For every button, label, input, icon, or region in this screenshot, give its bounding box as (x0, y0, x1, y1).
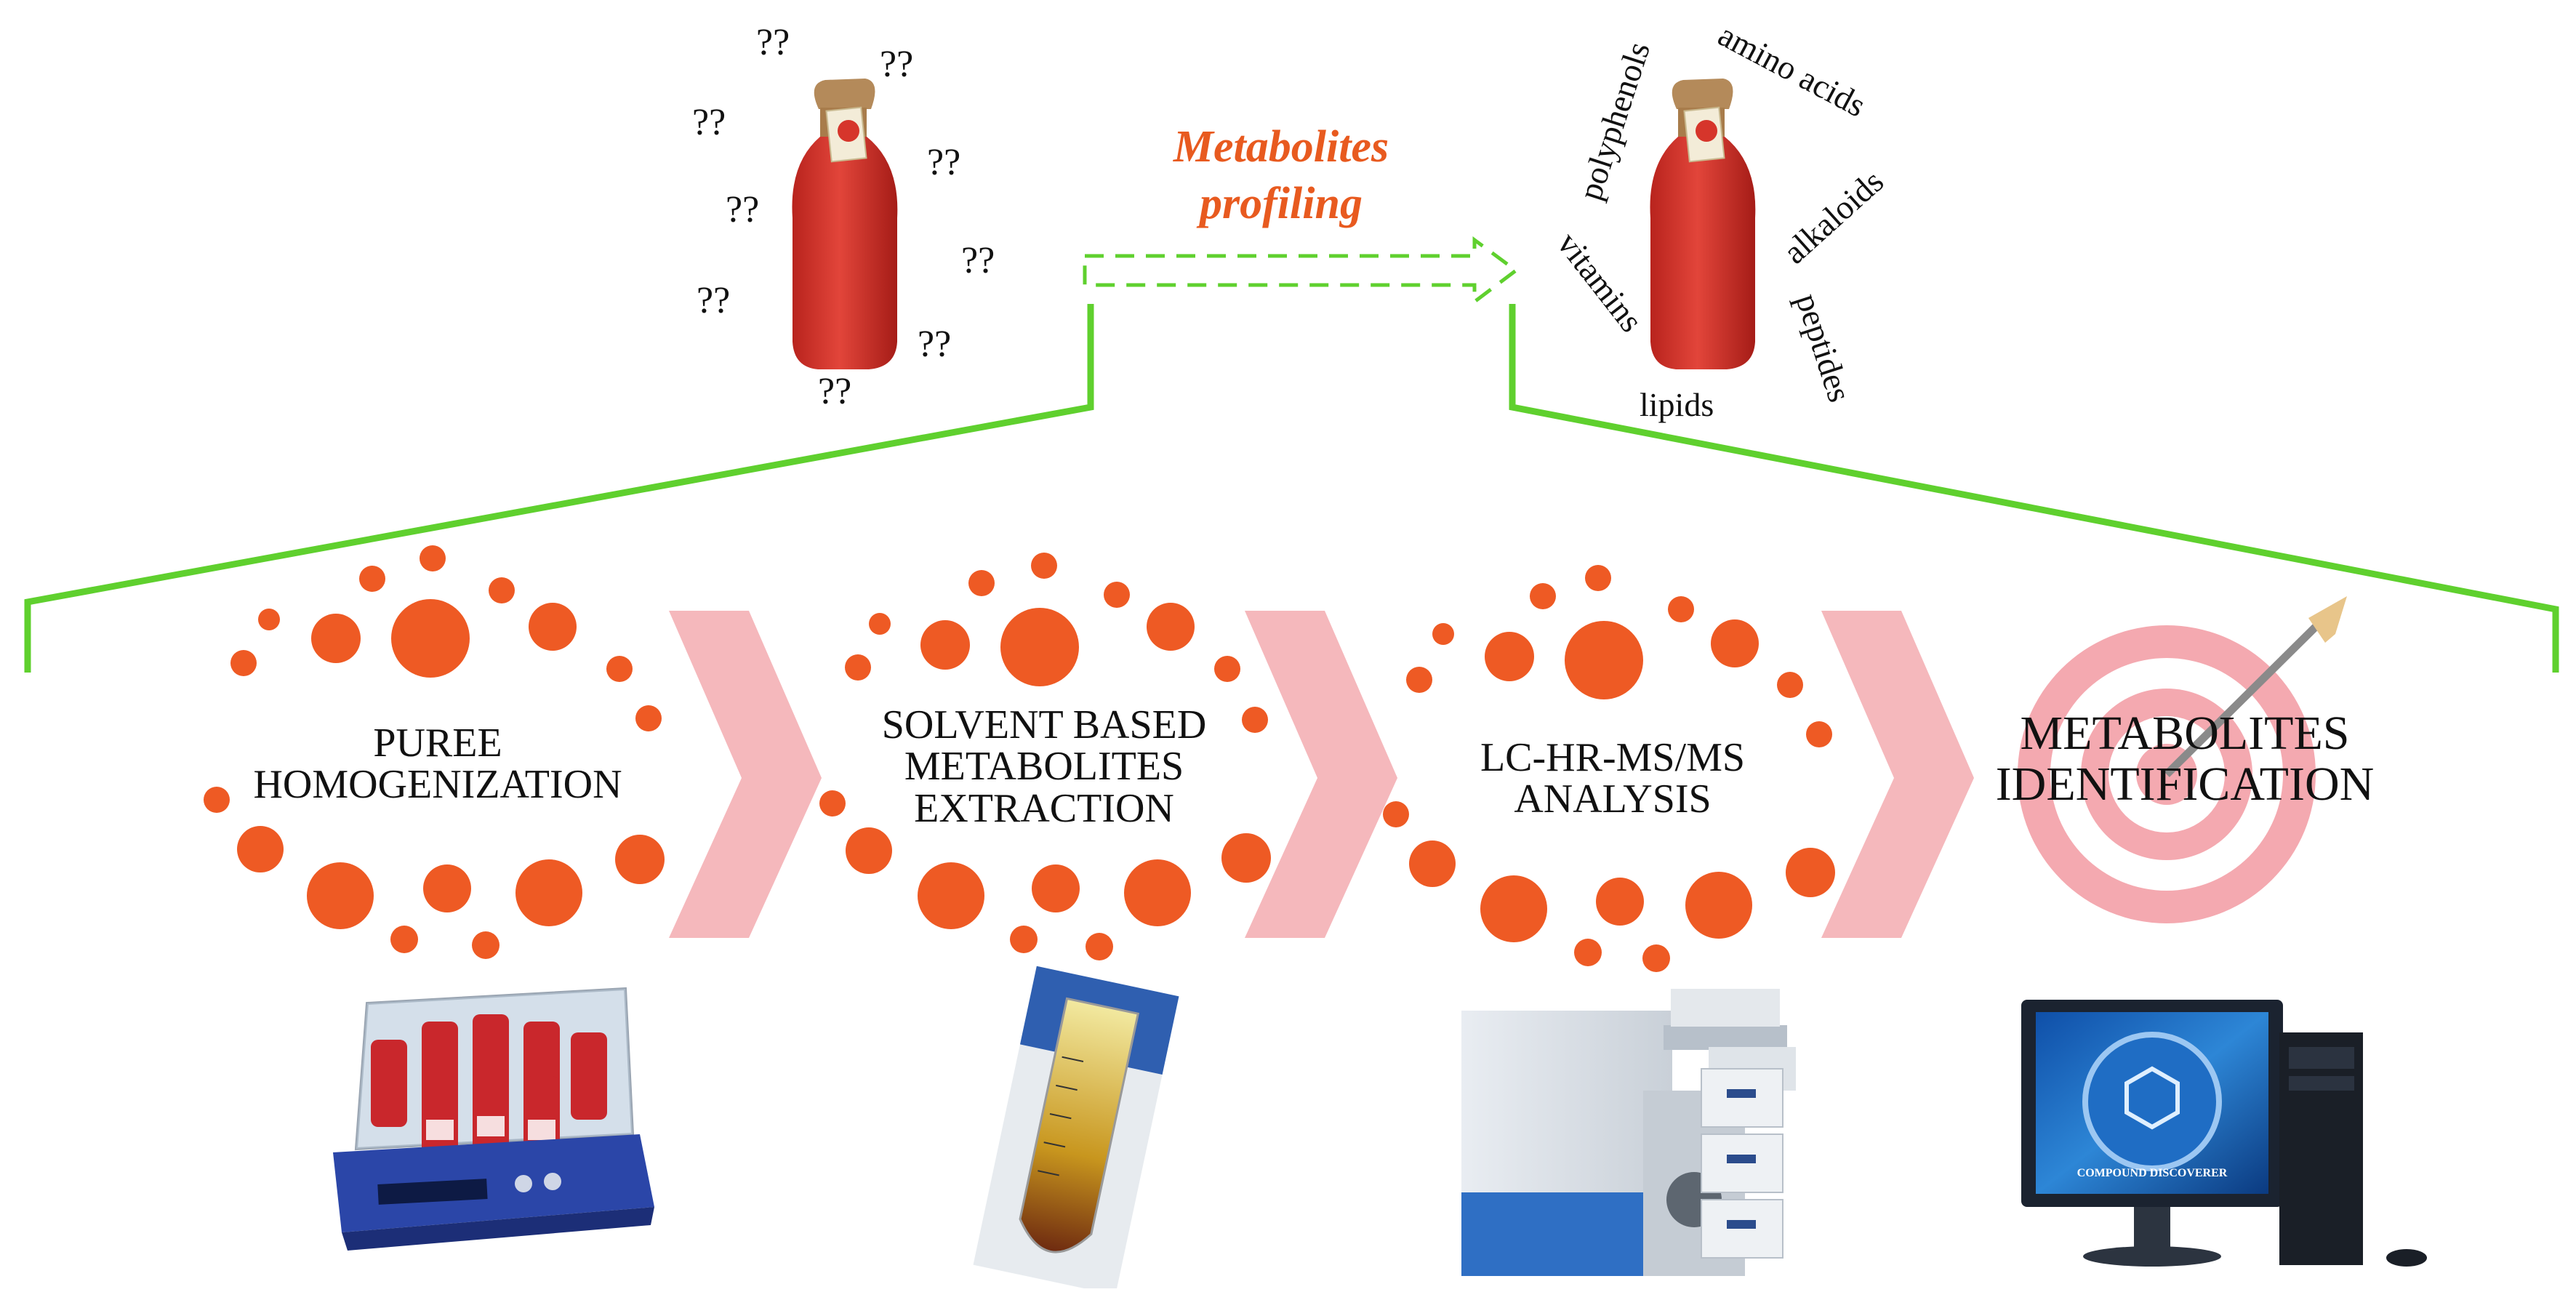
orange-dot (1124, 859, 1191, 926)
workstation-image: COMPOUND DISCOVERER (2021, 1000, 2427, 1267)
orange-dot (606, 656, 633, 682)
unknown-mark: ?? (961, 240, 995, 281)
profiled-bottle (1650, 79, 1756, 369)
orange-dot (1000, 608, 1079, 686)
profiling-arrow (1083, 236, 1520, 306)
step-chevrons (669, 611, 1974, 938)
step-2-line3: EXTRACTION (914, 786, 1174, 831)
orange-dot (920, 620, 970, 670)
step-2-line1: SOLVENT BASED (882, 702, 1207, 747)
unknown-mark: ?? (726, 189, 759, 230)
orange-dot (819, 790, 846, 816)
orange-dot (1574, 939, 1602, 966)
orange-dot (846, 827, 892, 874)
orange-dot (391, 599, 470, 678)
mass-spectrometer-image (1461, 989, 1796, 1276)
orange-dot (968, 570, 995, 596)
unknown-mark: ?? (697, 280, 730, 321)
software-badge: COMPOUND DISCOVERER (2077, 1167, 2228, 1179)
orange-dot (1010, 926, 1038, 953)
orange-dot (1086, 933, 1113, 960)
extraction-tube-image (973, 966, 1179, 1292)
orange-dot (1530, 583, 1556, 609)
process-label-line2: profiling (1196, 179, 1363, 228)
step-3-line1: LC-HR-MS/MS (1480, 735, 1745, 780)
orange-dot (359, 566, 385, 592)
orange-dot (230, 650, 257, 676)
step-4-line2: IDENTIFICATION (1996, 758, 2375, 811)
orange-dot (1711, 619, 1759, 667)
class-alkaloids: alkaloids (1776, 162, 1891, 270)
unknown-mark: ?? (818, 371, 851, 412)
unknown-marks: ?? ?? ?? ?? ?? ?? ?? ?? ?? (692, 22, 995, 412)
orange-dot (1685, 872, 1752, 939)
class-vitamins: vitamins (1550, 225, 1650, 339)
bracket-left (24, 304, 1094, 673)
orange-dot (311, 614, 361, 663)
orange-dot (1668, 596, 1694, 622)
unknown-mark: ?? (692, 102, 726, 143)
unknown-bottle (792, 79, 898, 369)
unknown-mark: ?? (756, 22, 790, 63)
unknown-mark: ?? (880, 44, 913, 85)
bracket-right (1509, 304, 2559, 673)
orange-dot (258, 609, 280, 630)
orange-dot (1032, 864, 1080, 912)
orange-dot (1242, 707, 1268, 733)
step-1-line1: PUREE (373, 721, 502, 766)
orange-dot (1777, 672, 1803, 698)
orange-dot (1596, 878, 1644, 926)
chevron-arrow (1245, 611, 1397, 938)
orange-dot (1432, 623, 1454, 645)
orange-dot (237, 826, 284, 872)
class-lipids: lipids (1640, 386, 1714, 423)
orange-dot (1585, 565, 1611, 591)
orange-dot (472, 931, 499, 959)
class-polyphenols: polyphenols (1571, 37, 1657, 204)
target-icon (2018, 596, 2347, 923)
chevron-arrow (1821, 611, 1974, 938)
orange-dot (1383, 801, 1409, 827)
step-1-line2: HOMOGENIZATION (253, 762, 622, 807)
incubator-shaker-image (333, 987, 654, 1251)
orange-dot (1104, 582, 1130, 608)
step-4-line1: METABOLITES (2020, 707, 2349, 760)
unknown-mark: ?? (918, 324, 951, 365)
orange-dot (1031, 553, 1057, 579)
orange-dot (615, 835, 665, 884)
orange-dot (1786, 848, 1835, 897)
unknown-mark: ?? (927, 142, 960, 183)
orange-dot (845, 654, 871, 681)
orange-dot (1642, 944, 1670, 972)
orange-dot (1806, 721, 1832, 747)
orange-dot (1485, 632, 1534, 681)
orange-dot (635, 705, 662, 731)
step-3-line2: ANALYSIS (1514, 777, 1711, 822)
orange-dot (1565, 621, 1643, 699)
orange-dot (420, 545, 446, 571)
orange-dot (390, 926, 418, 953)
orange-dot (529, 603, 577, 651)
orange-dot (1480, 875, 1547, 942)
orange-dot (1409, 840, 1456, 887)
orange-dot (1147, 603, 1195, 651)
orange-dot (1221, 833, 1271, 883)
process-label-line1: Metabolites (1173, 122, 1389, 172)
orange-dot (1214, 656, 1240, 682)
orange-dot (204, 787, 230, 813)
step-labels: PUREE HOMOGENIZATION SOLVENT BASED METAB… (253, 702, 2374, 831)
orange-dot (515, 859, 582, 926)
class-amino-acids: amino acids (1712, 16, 1871, 124)
orange-dot (423, 864, 471, 912)
step-2-line2: METABOLITES (904, 744, 1184, 789)
chevron-arrow (669, 611, 822, 938)
orange-dot (869, 613, 891, 635)
orange-dot (307, 862, 374, 929)
orange-dot (918, 862, 984, 929)
orange-dot (1406, 667, 1432, 693)
dot-rings (204, 545, 1835, 972)
class-peptides: peptides (1789, 289, 1858, 406)
orange-dot (489, 577, 515, 603)
